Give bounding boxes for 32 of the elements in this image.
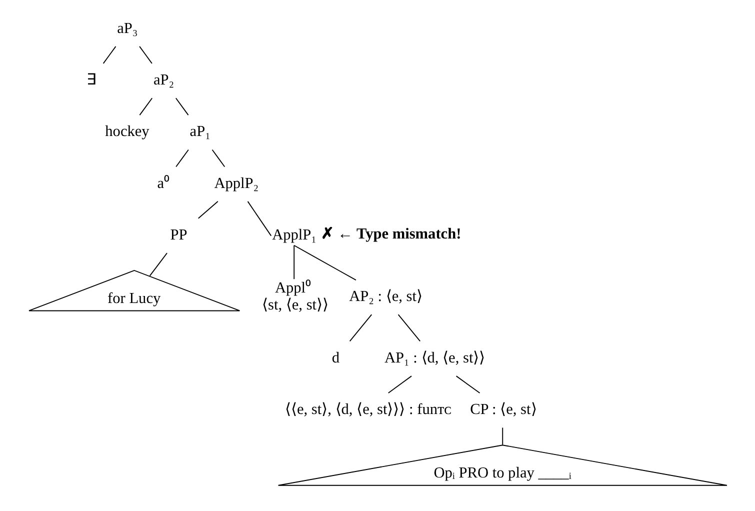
- node-text: d: [331, 349, 340, 366]
- node-text: a⁰: [156, 174, 169, 192]
- node-text: hockey: [104, 123, 149, 140]
- node-text: aP₂: [152, 72, 174, 88]
- node-label: ✗ ← Type mismatch!: [320, 226, 461, 242]
- connector: [211, 149, 225, 168]
- node-text: ApplP₂: [214, 174, 258, 192]
- connector: [138, 98, 152, 116]
- connector: [293, 244, 356, 281]
- node-text: ApplP₁: [272, 226, 316, 244]
- connector: [293, 244, 294, 280]
- node-text: ∃: [86, 72, 96, 88]
- connector: [148, 252, 167, 276]
- connector: [197, 200, 218, 219]
- connector: [397, 314, 420, 342]
- node-text: ⟨⟨e, st⟩, ⟨d, ⟨e, st⟩⟩⟩ : funᴛᴄ: [284, 401, 452, 418]
- connector: [102, 46, 116, 64]
- node-text: CP : ⟨e, st⟩: [470, 401, 536, 418]
- node-text: PP: [170, 226, 187, 244]
- connector: [387, 376, 412, 394]
- connector: [175, 149, 188, 168]
- connector: [348, 314, 372, 342]
- connector: [455, 376, 480, 394]
- node-text: AP₁ : ⟨d, ⟨e, st⟩⟩: [384, 349, 485, 366]
- node-text: AP₂ : ⟨e, st⟩: [348, 288, 422, 305]
- connector: [138, 46, 152, 64]
- node-text: Appl⁰ ⟨st, ⟨e, st⟩⟩: [262, 279, 328, 314]
- connector: [246, 200, 272, 236]
- node-text: aP₃: [116, 20, 138, 37]
- connector: [174, 98, 188, 116]
- connector: [502, 427, 503, 446]
- node-text: aP₁: [189, 123, 210, 140]
